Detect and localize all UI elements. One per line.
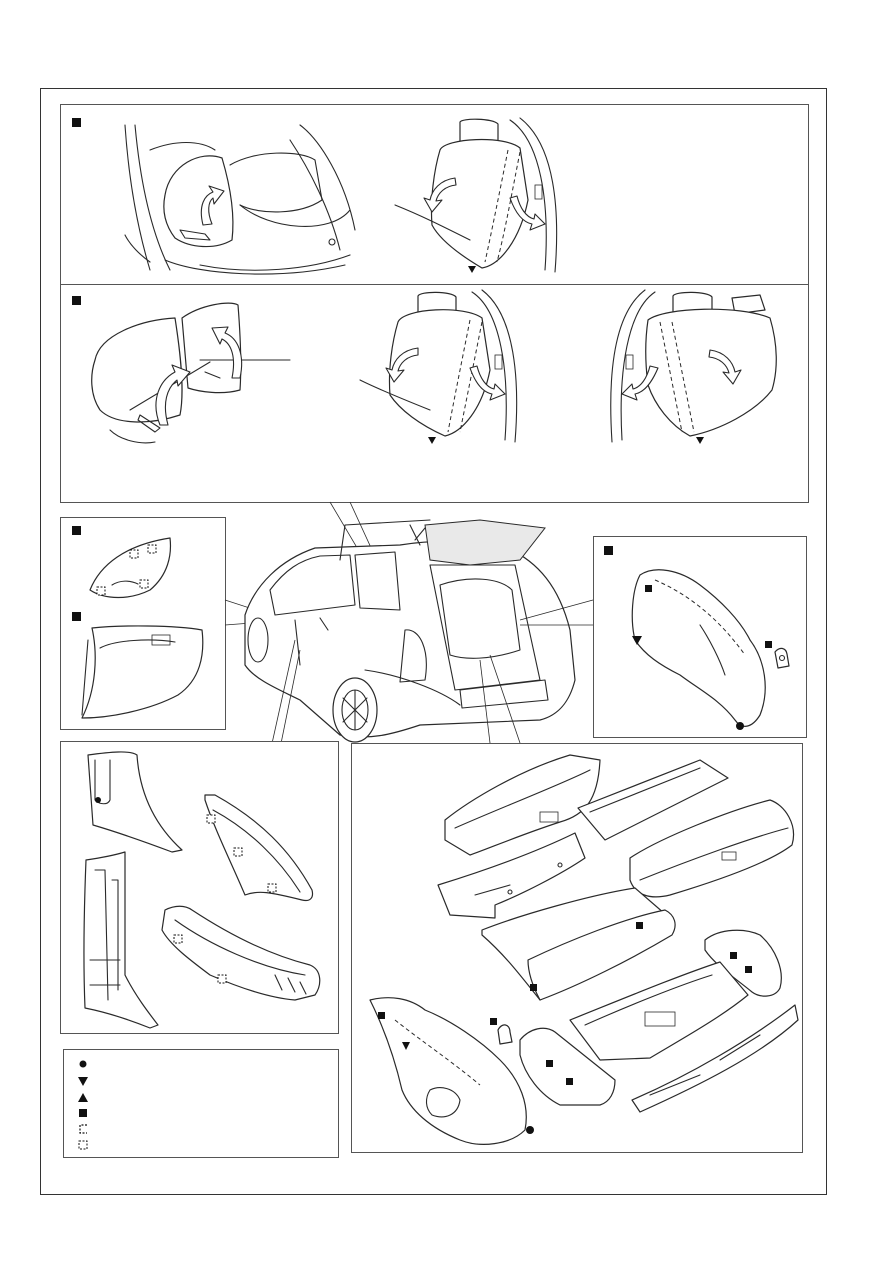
sheet-border [40, 88, 827, 1195]
filled-square-icon [79, 1109, 87, 1117]
step-marker-square [604, 546, 613, 555]
step-marker-square [72, 118, 81, 127]
pillar-trim-panel [60, 517, 226, 730]
seatback-right-illustration [610, 289, 777, 444]
legend-item-triangle-up [78, 1093, 88, 1102]
step-marker-square [72, 612, 81, 621]
quarter-trim-panel [593, 536, 807, 738]
triangle-down-icon [78, 1077, 88, 1086]
vehicle-illustration [244, 519, 576, 743]
legend-item-circle [79, 1060, 87, 1068]
cushion-flip-illustration [91, 302, 291, 444]
clip-square-icon [78, 1140, 88, 1150]
seatback-left-illustration [359, 289, 518, 444]
seat-cushion-illustration [124, 124, 356, 275]
step-marker-square [72, 526, 81, 535]
legend [63, 1049, 339, 1158]
seatback-illustration [394, 117, 558, 273]
step-marker-square [72, 296, 81, 305]
filled-circle-icon [79, 1060, 87, 1068]
legend-item-square [79, 1109, 87, 1117]
legend-item-clip-c [79, 1124, 87, 1134]
legend-item-clip-square [78, 1140, 88, 1150]
luggage-trim-panel [351, 743, 803, 1153]
triangle-up-icon [78, 1093, 88, 1102]
clip-c-icon [79, 1124, 87, 1134]
garnish-panel [60, 741, 339, 1034]
rear-seat-panel [60, 104, 809, 503]
legend-item-triangle-down [78, 1077, 88, 1086]
